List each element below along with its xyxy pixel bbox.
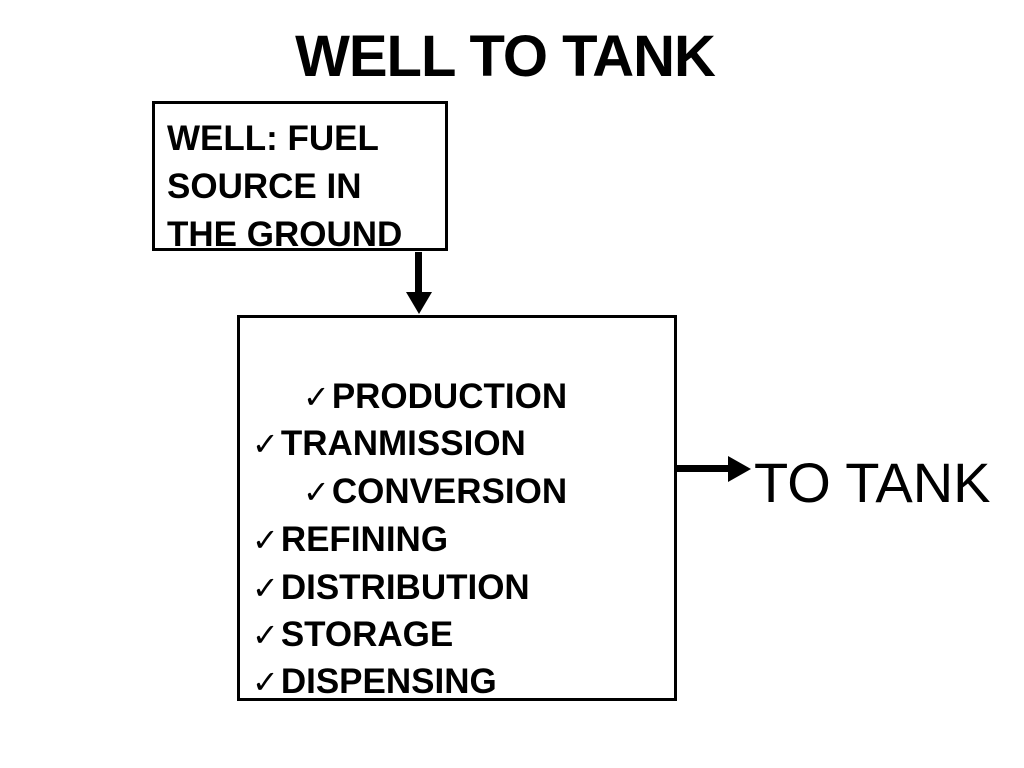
step-storage: ✓STORAGE xyxy=(252,617,453,652)
check-icon: ✓ xyxy=(252,522,279,558)
step-transmission: ✓TRANMISSION xyxy=(252,426,526,461)
step-label: PRODUCTION xyxy=(331,377,568,416)
right-arrow-icon xyxy=(676,456,751,482)
step-label: DISPENSING xyxy=(280,662,497,701)
step-production: ✓PRODUCTION xyxy=(303,379,567,414)
check-icon: ✓ xyxy=(303,379,330,415)
step-distribution: ✓DISTRIBUTION xyxy=(252,570,530,605)
source-line-2: SOURCE IN xyxy=(167,167,362,206)
source-line-1: WELL: FUEL xyxy=(167,119,379,158)
process-steps-box: ✓PRODUCTION ✓TRANMISSION ✓CONVERSION ✓RE… xyxy=(237,315,677,701)
check-icon: ✓ xyxy=(252,664,279,700)
down-arrow-icon xyxy=(406,252,432,314)
source-line-3: THE GROUND xyxy=(167,215,403,254)
check-icon: ✓ xyxy=(252,426,279,462)
step-label: DISTRIBUTION xyxy=(280,568,530,607)
check-icon: ✓ xyxy=(252,570,279,606)
step-label: TRANMISSION xyxy=(280,424,526,463)
step-label: CONVERSION xyxy=(331,472,568,511)
step-dispensing: ✓DISPENSING xyxy=(252,664,497,699)
check-icon: ✓ xyxy=(303,474,330,510)
step-label: STORAGE xyxy=(280,615,454,654)
step-refining: ✓REFINING xyxy=(252,522,448,557)
step-conversion: ✓CONVERSION xyxy=(303,474,567,509)
well-source-box: WELL: FUEL SOURCE IN THE GROUND xyxy=(152,101,448,254)
slide-title: WELL TO TANK xyxy=(295,24,716,89)
step-label: REFINING xyxy=(280,520,449,559)
check-icon: ✓ xyxy=(252,617,279,653)
destination-label: TO TANK xyxy=(754,451,991,514)
